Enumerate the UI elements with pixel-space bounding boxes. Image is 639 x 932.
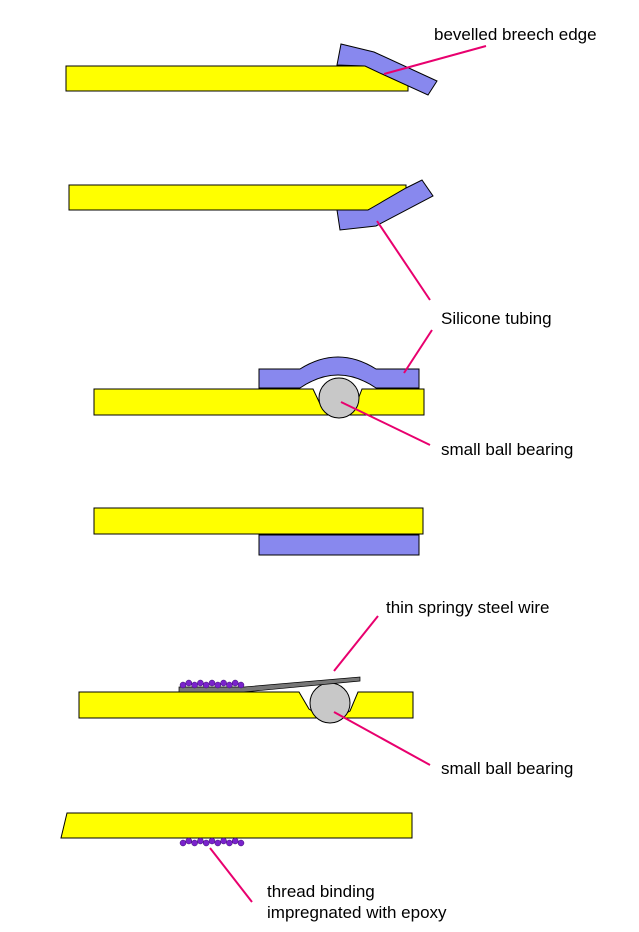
thread-binding-2 <box>179 837 245 847</box>
steel-wire <box>178 676 361 693</box>
label-small-ball-bearing-2: small ball bearing <box>441 759 573 778</box>
label-bevelled-breech-edge: bevelled breech edge <box>434 25 597 44</box>
silicone-tube-3 <box>258 356 420 389</box>
leader-silicone-tubing-2 <box>403 329 433 374</box>
silicone-flap-1 <box>336 43 438 96</box>
figure-1: bevelled breech edge <box>65 25 597 96</box>
ball-bearing-1 <box>318 377 360 419</box>
thread-bead <box>226 681 233 689</box>
thread-bead <box>231 837 239 845</box>
label-thread-binding: thread binding <box>267 882 375 901</box>
barrel-4 <box>93 507 424 535</box>
silicone-flap-2 <box>336 179 434 231</box>
silicone-strip-4 <box>258 534 420 556</box>
leader-bevelled-breech-edge <box>383 45 487 75</box>
barrel-1 <box>65 65 409 92</box>
thread-bead <box>197 679 204 687</box>
leader-steel-wire <box>333 615 379 672</box>
thread-bead <box>191 839 198 847</box>
label-impregnated-with-epoxy: impregnated with epoxy <box>267 903 447 922</box>
thread-bead <box>237 681 245 689</box>
thread-bead <box>197 837 204 845</box>
figure-4 <box>93 507 424 556</box>
barrel-3 <box>93 388 425 416</box>
label-thin-springy-steel-wire: thin springy steel wire <box>386 598 549 617</box>
thread-bead <box>220 679 227 687</box>
label-silicone-tubing: Silicone tubing <box>441 309 552 328</box>
thread-bead <box>226 839 233 847</box>
thread-bead <box>185 679 193 687</box>
figure-3: Silicone tubing small ball bearing <box>93 309 573 459</box>
thread-bead <box>237 839 245 847</box>
thread-bead <box>214 839 222 847</box>
figure-6: thread binding impregnated with epoxy <box>60 812 447 922</box>
figure-2 <box>68 179 434 301</box>
figure-5: thin springy steel wire small ball beari… <box>78 598 573 778</box>
thread-bead <box>208 837 216 845</box>
barrel-2 <box>68 184 407 211</box>
leader-silicone-tubing-1 <box>376 220 431 301</box>
leader-small-ball-bearing-1 <box>340 401 431 446</box>
thread-bead <box>214 681 222 689</box>
thread-bead <box>191 681 198 689</box>
barrel-6 <box>60 812 413 839</box>
thread-bead <box>208 679 216 687</box>
thread-bead <box>220 837 227 845</box>
label-small-ball-bearing-1: small ball bearing <box>441 440 573 459</box>
thread-bead <box>202 681 210 689</box>
barrel-5 <box>78 691 414 719</box>
thread-bead <box>202 839 210 847</box>
thread-bead <box>179 839 187 847</box>
thread-binding-1 <box>179 679 245 689</box>
leader-thread-binding <box>209 847 253 903</box>
leader-small-ball-bearing-2 <box>333 711 431 766</box>
thread-bead <box>179 681 187 689</box>
thread-bead <box>185 837 193 845</box>
thread-bead <box>231 679 239 687</box>
